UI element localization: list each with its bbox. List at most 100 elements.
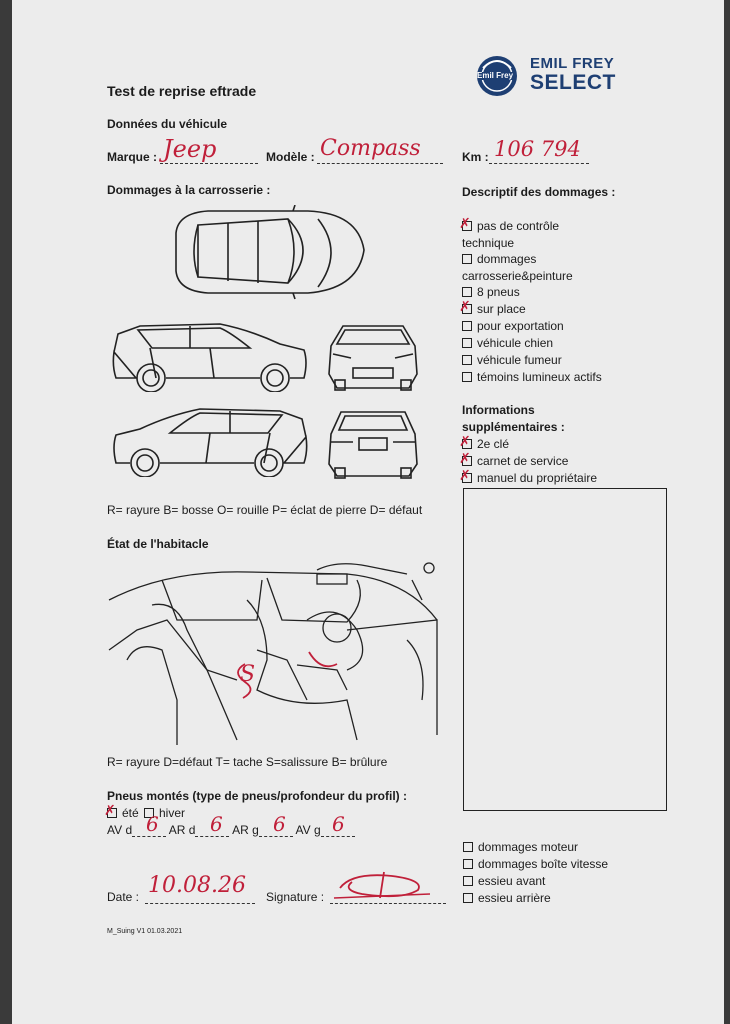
ar-g-value: 6 — [273, 812, 286, 836]
tire-type-summer[interactable]: ✗ été — [104, 803, 139, 820]
check-vehicule-fumeur[interactable]: véhicule fumeur — [462, 353, 562, 367]
check-carnet-service[interactable]: ✗ carnet de service — [459, 451, 569, 468]
signature-scribble — [333, 871, 431, 899]
logo-brand-line2: SELECT — [530, 71, 616, 94]
av-g-field[interactable] — [320, 824, 355, 837]
car-top-view-diagram[interactable] — [168, 205, 368, 300]
interior-diagram[interactable] — [107, 560, 442, 750]
vehicle-heading: Données du véhicule — [107, 117, 228, 131]
check-8-pneus[interactable]: 8 pneus — [462, 285, 520, 299]
form-sheet — [12, 0, 724, 1024]
check-dommages-carrosserie[interactable]: dommages carrosserie&peinture — [462, 251, 592, 285]
checkbox[interactable] — [144, 808, 154, 818]
check-label: dommages moteur — [478, 840, 579, 854]
tire-depth-row: AV d AR d AR g AV g — [107, 823, 355, 837]
car-rear-view-diagram[interactable] — [323, 408, 423, 480]
date-label: Date : — [107, 890, 140, 904]
check-label: essieu avant — [478, 874, 546, 888]
extra-info-heading-line1: Informations — [462, 403, 535, 417]
check-label: véhicule chien — [477, 336, 554, 350]
checkbox[interactable] — [463, 893, 473, 903]
check-label: 8 pneus — [477, 285, 520, 299]
check-essieu-avant[interactable]: essieu avant — [463, 874, 545, 888]
tire-type-winter[interactable]: hiver — [144, 806, 185, 820]
date-field[interactable] — [145, 889, 255, 904]
check-exportation[interactable]: pour exportation — [462, 319, 564, 333]
interior-legend: R= rayure D=défaut T= tache S=salissure … — [107, 755, 388, 769]
car-right-side-diagram[interactable] — [110, 407, 310, 477]
car-front-view-diagram[interactable] — [323, 322, 423, 392]
checkbox[interactable] — [462, 254, 472, 264]
checkbox[interactable] — [462, 338, 472, 348]
tires-heading: Pneus montés (type de pneus/profondeur d… — [107, 789, 408, 803]
check-temoins[interactable]: témoins lumineux actifs — [462, 370, 602, 384]
date-value: 10.08.26 — [148, 873, 246, 898]
checkbox[interactable] — [463, 859, 473, 869]
check-dommages-moteur[interactable]: dommages moteur — [463, 840, 578, 854]
check-vehicule-chien[interactable]: véhicule chien — [462, 336, 553, 350]
check-mark-icon: ✗ — [459, 216, 471, 232]
check-mark-icon: ✗ — [459, 299, 471, 315]
check-label: véhicule fumeur — [477, 353, 562, 367]
car-left-side-diagram[interactable] — [110, 322, 310, 392]
ar-g-field[interactable] — [258, 824, 293, 837]
check-pas-controle[interactable]: ✗pas de contrôle technique — [459, 216, 602, 252]
check-label: 2e clé — [477, 437, 510, 451]
checkbox[interactable] — [462, 355, 472, 365]
av-g-label: AV g — [295, 823, 321, 837]
check-2e-cle[interactable]: ✗ 2e clé — [459, 434, 510, 451]
logo-brand-line1: EMIL FREY — [530, 55, 615, 72]
damage-desc-heading: Descriptif des dommages : — [462, 185, 616, 199]
interior-heading: État de l'habitacle — [107, 537, 209, 551]
ar-d-value: 6 — [210, 812, 223, 836]
logo-badge-text: Emil Frey — [477, 71, 514, 80]
km-label: Km : — [462, 150, 489, 164]
checkbox[interactable] — [462, 287, 472, 297]
av-g-value: 6 — [332, 812, 345, 836]
check-mark-icon: ✗ — [459, 468, 471, 484]
km-value: 106 794 — [494, 137, 581, 161]
checkbox[interactable]: ✗ — [459, 216, 472, 232]
checkbox[interactable] — [462, 321, 472, 331]
modele-value: Compass — [320, 136, 421, 161]
ar-d-field[interactable] — [195, 824, 230, 837]
check-mark-icon: ✗ — [459, 434, 471, 450]
summer-label: été — [122, 806, 139, 820]
checkbox[interactable]: ✗ — [104, 803, 117, 819]
check-label: dommages carrosserie&peinture — [462, 252, 573, 283]
check-label: pas de contrôle technique — [462, 219, 560, 250]
checkbox[interactable]: ✗ — [459, 468, 472, 484]
ar-d-label: AR d — [168, 823, 196, 837]
check-label: sur place — [477, 302, 526, 316]
checkbox[interactable]: ✗ — [459, 451, 472, 467]
checkbox[interactable]: ✗ — [459, 299, 472, 315]
winter-label: hiver — [159, 806, 186, 820]
signature-label: Signature : — [266, 890, 325, 904]
av-d-label: AV d — [107, 823, 133, 837]
marque-field[interactable] — [160, 149, 258, 164]
marque-label: Marque : — [107, 150, 158, 164]
check-label: essieu arrière — [478, 891, 551, 905]
check-mark-icon: ✗ — [104, 803, 116, 819]
logo-badge-icon — [477, 56, 517, 96]
check-label: pour exportation — [477, 319, 564, 333]
check-essieu-arriere[interactable]: essieu arrière — [463, 891, 551, 905]
footer-version: M_Suing V1 01.03.2021 — [107, 928, 183, 935]
check-sur-place[interactable]: ✗ sur place — [459, 299, 526, 316]
check-manuel[interactable]: ✗manuel du propriétaire — [459, 468, 597, 485]
form-title: Test de reprise eftrade — [107, 83, 257, 99]
check-mark-icon: ✗ — [459, 451, 471, 467]
check-label: carnet de service — [477, 454, 569, 468]
av-d-field[interactable] — [132, 824, 167, 837]
check-label: témoins lumineux actifs — [477, 370, 602, 384]
check-boite-vitesse[interactable]: dommages boîte vitesse — [463, 857, 608, 871]
checkbox[interactable] — [463, 876, 473, 886]
modele-field[interactable] — [317, 149, 443, 164]
signature-field[interactable] — [330, 889, 446, 904]
notes-box[interactable] — [463, 488, 667, 811]
marque-value: Jeep — [163, 135, 217, 163]
checkbox[interactable] — [462, 372, 472, 382]
checkbox[interactable] — [463, 842, 473, 852]
km-field[interactable] — [489, 149, 589, 164]
checkbox[interactable]: ✗ — [459, 434, 472, 450]
